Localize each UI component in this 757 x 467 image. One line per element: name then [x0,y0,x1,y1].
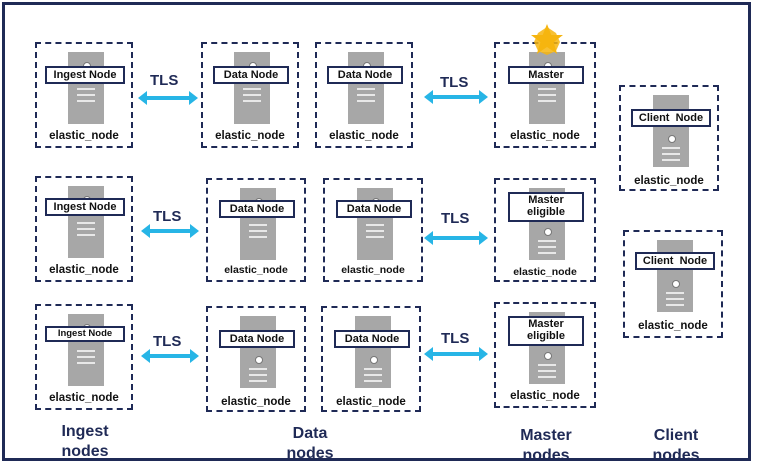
server-icon [355,316,391,388]
node-label-data: Data Node [334,330,410,348]
node-box-data-1a: Data Node elastic_node [201,42,299,148]
server-icon [68,186,104,258]
label-line-2: eligible [527,206,565,218]
label-line-1: Master [528,194,564,206]
node-label-master: Master [508,66,584,84]
heading-line-1: Master [520,427,572,444]
server-icon [348,52,384,124]
node-label-ingest: Ingest Node [45,326,125,342]
heading-line-1: Ingest [61,423,109,440]
column-heading-client: Client nodes [626,426,726,466]
node-caption: elastic_node [510,390,580,402]
server-icon [240,188,276,260]
heading-line-2: nodes [652,447,700,464]
star-icon [531,24,563,55]
node-label-client: Client Node [635,252,715,270]
node-caption: elastic_node [215,130,285,142]
heading-line-1: Data [292,425,328,442]
server-icon [653,95,689,167]
server-icon [68,52,104,124]
node-label-data: Data Node [327,66,403,84]
node-label-data: Data Node [213,66,289,84]
node-label-master-eligible: Master eligible [508,192,584,222]
diagram-frame [2,2,751,461]
node-caption: elastic_node [634,175,704,187]
tls-arrow [138,91,198,105]
node-label-data: Data Node [219,200,295,218]
tls-arrow [424,90,488,104]
label-line-2: eligible [527,330,565,342]
heading-line-1: Client [653,427,699,444]
node-box-data-3b: Data Node elastic_node [321,306,421,412]
node-box-ingest-3: Ingest Node elastic_node [35,304,133,410]
node-label-ingest: Ingest Node [45,198,125,216]
node-caption: elastic_node [336,396,406,408]
column-heading-ingest: Ingest nodes [35,422,135,462]
tls-label: TLS [153,333,182,350]
node-box-ingest-2: Ingest Node elastic_node [35,176,133,282]
column-heading-data: Data nodes [260,424,360,464]
node-caption: elastic_node [49,392,119,404]
node-box-master-eligible-1: Master eligible elastic_node [494,178,596,282]
tls-label: TLS [150,72,179,89]
server-icon [68,314,104,386]
tls-arrow [424,347,488,361]
node-box-ingest-1: Ingest Node elastic_node [35,42,133,148]
tls-arrow [424,231,488,245]
node-box-data-3a: Data Node elastic_node [206,306,306,412]
server-icon [240,316,276,388]
node-label-ingest: Ingest Node [45,66,125,84]
tls-label: TLS [153,208,182,225]
tls-label: TLS [441,330,470,347]
node-caption: elastic_node [49,130,119,142]
tls-label: TLS [441,210,470,227]
node-label-data: Data Node [336,200,412,218]
tls-label: TLS [440,74,469,91]
node-box-data-1b: Data Node elastic_node [315,42,413,148]
node-caption: elastic_node [341,264,405,276]
server-icon [529,52,565,124]
node-caption: elastic_node [221,396,291,408]
server-icon [234,52,270,124]
node-box-master-eligible-2: Master eligible elastic_node [494,302,596,408]
server-icon [657,240,693,312]
node-box-master: Master elastic_node [494,42,596,148]
node-label-data: Data Node [219,330,295,348]
column-heading-master: Master nodes [494,426,598,466]
node-label-client: Client Node [631,109,711,127]
node-box-client-2: Client Node elastic_node [623,230,723,338]
server-icon [357,188,393,260]
heading-line-2: nodes [61,443,109,460]
tls-arrow [141,224,199,238]
node-box-data-2a: Data Node elastic_node [206,178,306,282]
node-caption: elastic_node [329,130,399,142]
node-caption: elastic_node [513,266,577,278]
heading-line-2: nodes [522,447,570,464]
heading-line-2: nodes [286,445,334,462]
tls-arrow [141,349,199,363]
node-caption: elastic_node [49,264,119,276]
node-label-master-eligible: Master eligible [508,316,584,346]
label-line-1: Master [528,318,564,330]
node-box-data-2b: Data Node elastic_node [323,178,423,282]
node-box-client-1: Client Node elastic_node [619,85,719,191]
node-caption: elastic_node [224,264,288,276]
node-caption: elastic_node [510,130,580,142]
node-caption: elastic_node [638,320,708,332]
